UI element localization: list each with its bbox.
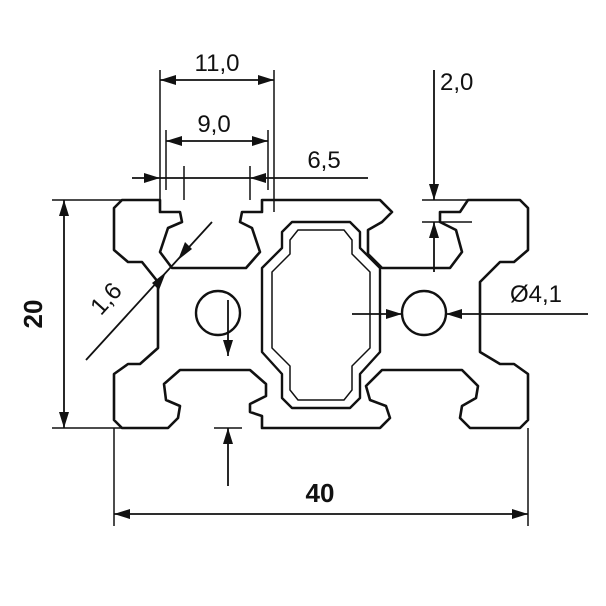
label-11-0: 11,0 [195,50,240,77]
left-bore [194,289,242,337]
label-9-0: 9,0 [197,111,230,138]
right-bore [400,289,448,337]
label-2-0: 2,0 [440,69,473,96]
dim-wall-thickness: 2,0 [422,69,473,272]
label-40: 40 [306,478,335,508]
center-cavity [260,220,382,410]
center-cavity-inner [271,229,371,401]
label-20: 20 [18,300,48,329]
label-6-5: 6,5 [307,147,340,174]
dim-slot-outer-width: 11,0 [159,50,275,212]
label-1-6: 1,6 [85,278,127,321]
label-diameter-4-1: Ø4,1 [510,281,562,308]
dim-profile-height: 20 [18,199,122,429]
dim-bore-diameter: Ø4,1 [352,281,588,319]
dim-left-bore-vertical [214,300,242,486]
dim-slot-inner-width: 9,0 [165,111,269,190]
dim-slot-depth: 6,5 [132,147,368,200]
dim-profile-width: 40 [113,428,529,526]
